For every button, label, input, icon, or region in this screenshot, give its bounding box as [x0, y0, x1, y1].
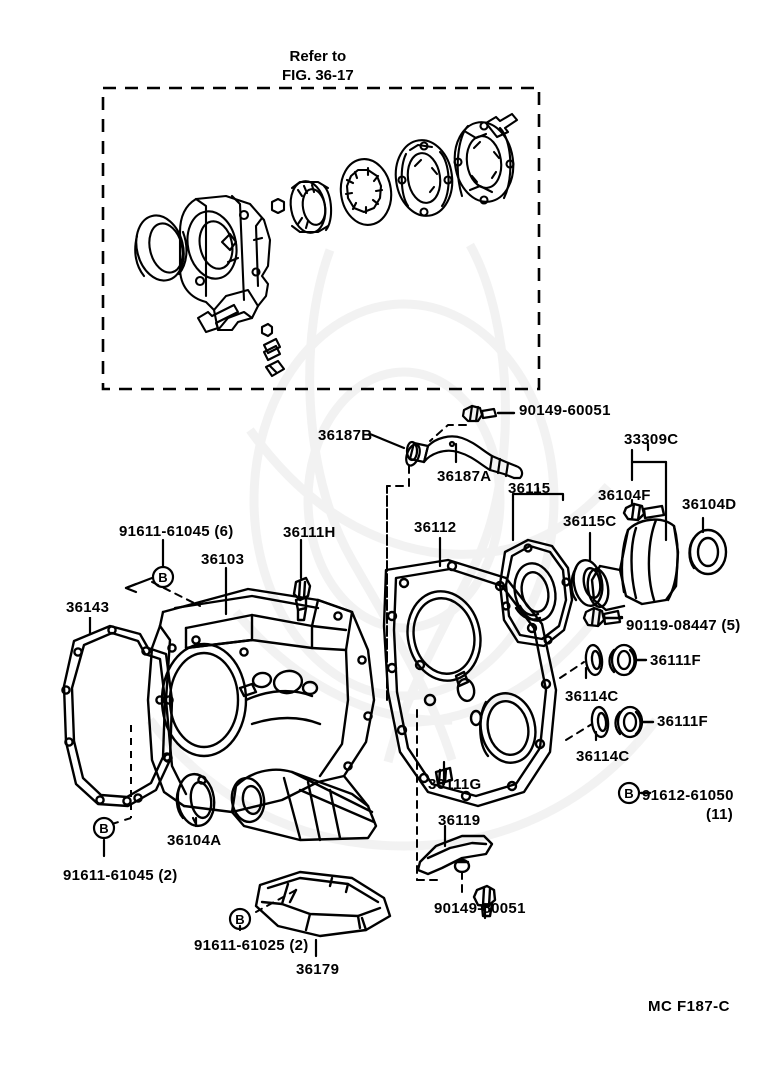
oil-pump-upper-bolt [484, 112, 519, 139]
flange-bolt-36104F [622, 502, 666, 522]
part-number-label: 90149-60051 [519, 402, 611, 419]
plug-36111F-lower [614, 705, 644, 739]
gasket-36143 [61, 617, 174, 825]
part-number-label: 36104F [598, 487, 651, 504]
washer-36114C-lower [590, 705, 610, 739]
part-number-label: 36112 [414, 519, 457, 536]
oil-pump-cover-plate [394, 139, 454, 217]
svg-text:B: B [158, 570, 167, 585]
part-number-label: 36114C [565, 688, 619, 705]
part-number-label: 36103 [201, 551, 245, 568]
part-number-label: 36119 [438, 812, 481, 829]
part-number-label: 36179 [296, 961, 340, 978]
lever-36119 [416, 824, 497, 920]
part-number-label: (11) [706, 806, 734, 823]
oil-pump-driven-rotor [339, 158, 393, 226]
marker-B-group [92, 565, 641, 931]
adapter-plate-36112 [382, 485, 558, 881]
svg-text:B: B [624, 786, 633, 801]
part-number-label: 36111F [650, 652, 702, 669]
oil-pump-assembly [134, 112, 519, 378]
part-number-label: 33309C [624, 431, 679, 448]
part-number-label: 36111G [428, 776, 482, 793]
svg-text:B: B [99, 821, 108, 836]
part-number-label: 36115C [563, 513, 617, 530]
part-number-label: 91612-61050 [642, 787, 734, 804]
background-watermark [146, 242, 660, 851]
plug-36111F-upper [608, 643, 638, 677]
oil-pump-rear-flange [453, 121, 515, 205]
part-number-label: 36104D [682, 496, 737, 513]
label-leaders [102, 432, 652, 932]
svg-text:B: B [235, 912, 244, 927]
part-number-label: 36104A [167, 832, 222, 849]
refer-line-2: FIG. 36-17 [282, 66, 354, 84]
refer-box-dashed-border [101, 86, 541, 391]
part-number-label: 36111H [283, 524, 336, 541]
right-fasteners [559, 606, 655, 742]
washer-36114C-upper [584, 643, 604, 677]
bolt-90119-08447 [582, 606, 622, 628]
oil-tube-36187A [405, 435, 524, 480]
refer-line-1: Refer to [289, 48, 347, 65]
part-number-label: 90149-60051 [434, 900, 526, 917]
bolt-90149-60051-lower [472, 884, 497, 918]
part-number-label: 36114C [576, 748, 630, 765]
rear-oil-seal-36104A [175, 772, 216, 828]
marker-B-letters: B B B B [99, 570, 633, 927]
part-number-label: 36111F [657, 713, 709, 730]
oil-pump-key [270, 197, 286, 215]
companion-flange-33309C [586, 442, 728, 612]
part-number-label: 91611-61045 (2) [63, 867, 178, 884]
drain-plug-36111G [434, 766, 454, 786]
refer-to-note: Refer to FIG. 36-17 [282, 48, 354, 86]
oil-pump-drive-rotor [289, 180, 333, 234]
transfer-case-housing-36103 [146, 538, 378, 842]
tube-bolt-90149-60051-top [461, 404, 498, 423]
under-cover-36179 [254, 870, 392, 958]
part-number-label: 91611-61025 (2) [194, 937, 309, 954]
part-number-label: 36187A [437, 468, 492, 485]
oil-pump-small-parts [260, 322, 286, 378]
part-number-label: 36143 [66, 599, 110, 616]
part-number-label: 36115 [508, 480, 551, 497]
oil-pump-lower-bolt [196, 303, 240, 334]
oil-pump-body [178, 194, 272, 332]
part-number-label: 90119-08447 (5) [626, 617, 741, 634]
seal-36104D [688, 528, 728, 576]
breather-plug-36111H [292, 576, 312, 622]
drawing-code: MC F187-C [647, 998, 730, 1015]
part-number-label: 91611-61045 (6) [119, 523, 234, 540]
part-number-label: 36187B [318, 427, 373, 444]
